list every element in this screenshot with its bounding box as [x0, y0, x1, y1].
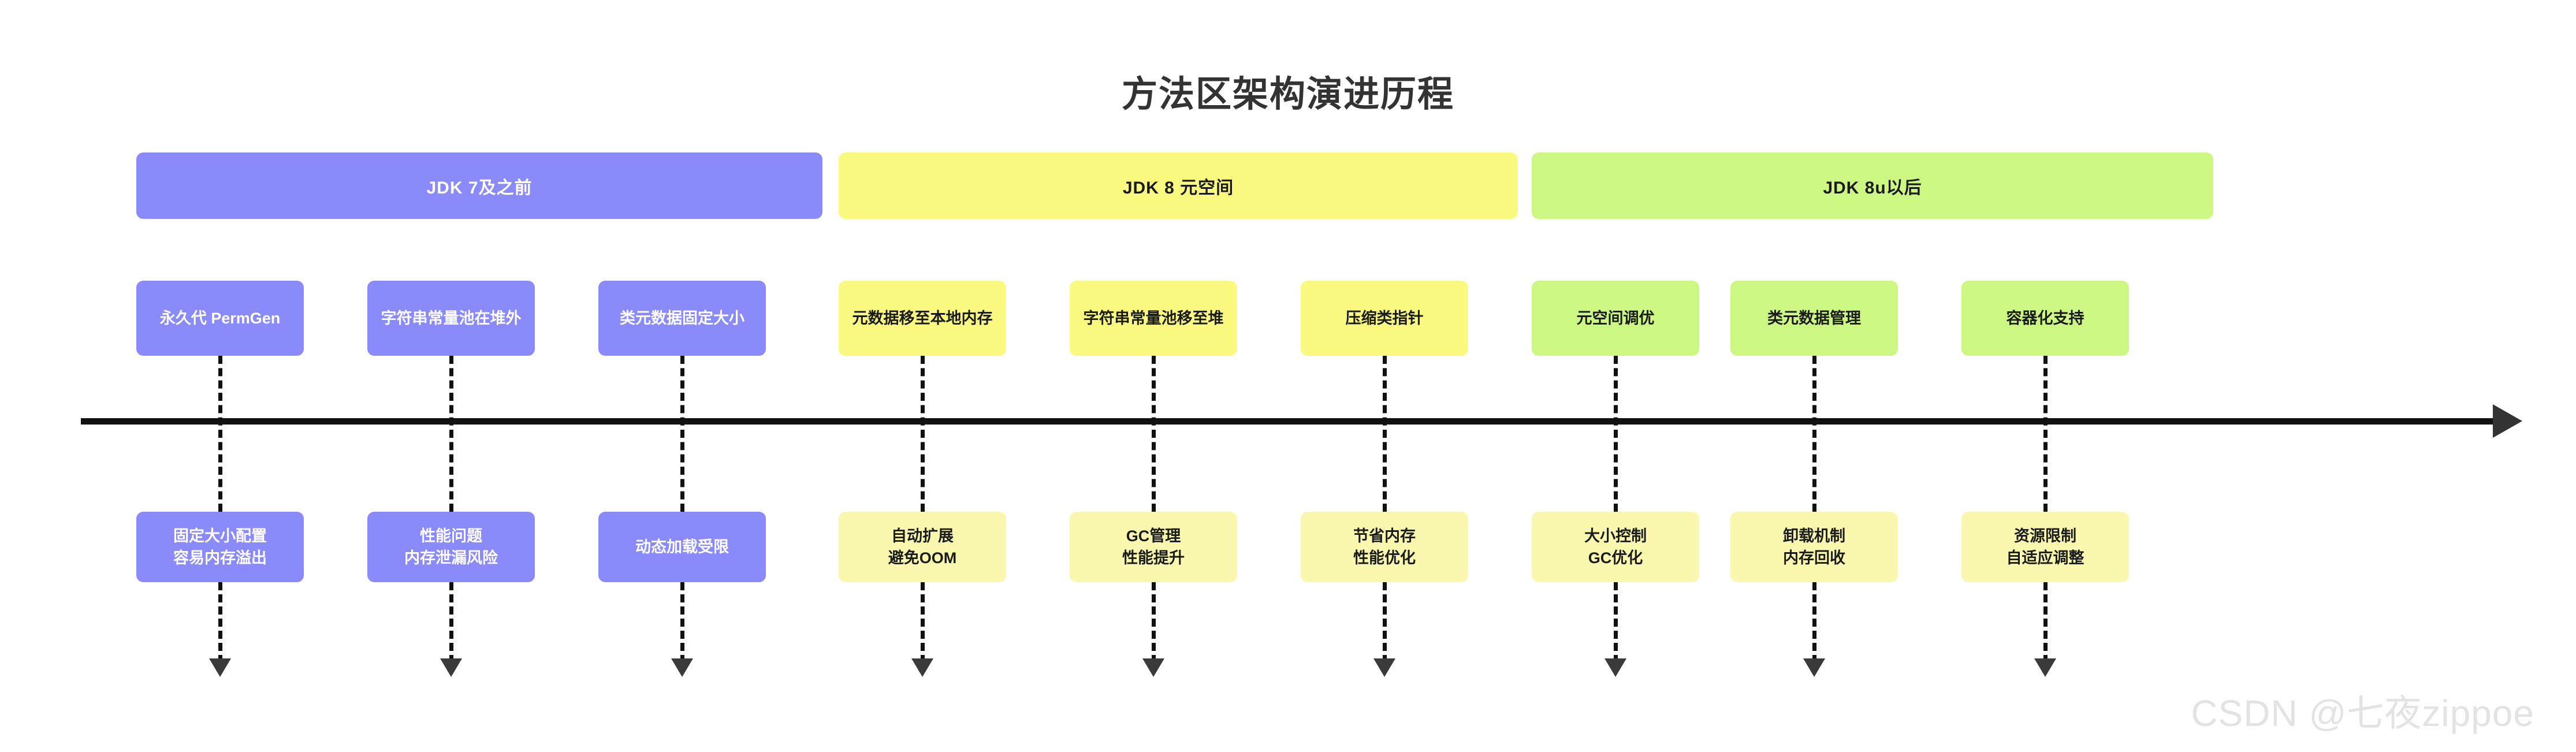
outcome-box: 性能问题内存泄漏风险 [367, 512, 535, 582]
connector-line-bottom [2043, 582, 2048, 663]
outcome-box-line1: GC管理 [1126, 527, 1181, 545]
feature-box: 类元数据固定大小 [598, 281, 766, 356]
feature-box-label: 元数据移至本地内存 [852, 309, 993, 327]
feature-box: 容器化支持 [1961, 281, 2129, 356]
feature-box-label: 元空间调优 [1576, 309, 1655, 327]
connector-line-top [218, 356, 222, 512]
feature-box: 压缩类指针 [1301, 281, 1468, 356]
connector-arrow-icon [440, 658, 462, 677]
feature-box: 字符串常量池在堆外 [367, 281, 535, 356]
outcome-box-line2: 避免OOM [888, 549, 957, 567]
connector-arrow-icon [1803, 658, 1825, 677]
connector-arrow-icon [209, 658, 231, 677]
connector-line-bottom [1812, 582, 1816, 663]
outcome-box-line2: 自适应调整 [2006, 549, 2084, 567]
page-title: 方法区架构演进历程 [1121, 75, 1454, 114]
connector-arrow-icon [911, 658, 933, 677]
feature-box-label: 类元数据固定大小 [620, 309, 744, 327]
connector-arrow-icon [1142, 658, 1164, 677]
outcome-box: 大小控制 GC优化 [1532, 512, 1699, 582]
outcome-box-line2: GC优化 [1588, 549, 1643, 567]
outcome-box-line1: 自动扩展 [891, 527, 954, 545]
era-bar-label: JDK 8 元空间 [1122, 178, 1234, 198]
feature-box: 元空间调优 [1532, 281, 1699, 356]
outcome-box: 资源限制自适应调整 [1961, 512, 2129, 582]
outcome-box-line2: 性能优化 [1353, 549, 1416, 567]
connector-line-bottom [680, 582, 684, 663]
outcome-box-line1: 性能问题 [420, 527, 482, 545]
feature-box: 永久代 PermGen [136, 281, 304, 356]
feature-box-label: 永久代 PermGen [159, 309, 281, 327]
watermark-label: CSDN @七夜zippoe [2191, 693, 2534, 734]
timeline-axis-line [81, 418, 2495, 425]
feature-box: 元数据移至本地内存 [839, 281, 1006, 356]
outcome-box-line1: 动态加载受限 [635, 538, 729, 556]
timeline-arrow-icon [2493, 404, 2522, 438]
connector-arrow-icon [1605, 658, 1626, 677]
outcome-box-line1: 节省内存 [1353, 527, 1416, 545]
connector-line-bottom [449, 582, 453, 663]
connector-line-top [2043, 356, 2048, 512]
era-bar: JDK 8 元空间 [839, 152, 1518, 219]
outcome-box: 自动扩展避免OOM [839, 512, 1006, 582]
feature-box-label: 类元数据管理 [1767, 309, 1861, 327]
connector-line-top [1383, 356, 1387, 512]
feature-box: 字符串常量池移至堆 [1070, 281, 1237, 356]
connector-line-top [921, 356, 925, 512]
era-bar-label: JDK 7及之前 [426, 178, 533, 198]
feature-box: 类元数据管理 [1730, 281, 1898, 356]
outcome-box-line2: 内存回收 [1783, 549, 1845, 567]
connector-line-top [1614, 356, 1618, 512]
outcome-box-line1: 资源限制 [2014, 527, 2076, 545]
era-bar: JDK 7及之前 [136, 152, 822, 219]
outcome-box: GC管理性能提升 [1070, 512, 1237, 582]
outcome-box-line2: 性能提升 [1122, 549, 1185, 567]
feature-box-label: 字符串常量池在堆外 [381, 309, 522, 327]
connector-line-bottom [1152, 582, 1156, 663]
connector-line-bottom [1614, 582, 1618, 663]
connector-line-top [1152, 356, 1156, 512]
feature-box-label: 容器化支持 [2006, 309, 2084, 327]
outcome-box-line1: 大小控制 [1584, 527, 1647, 545]
outcome-box: 节省内存性能优化 [1301, 512, 1468, 582]
connector-line-top [1812, 356, 1816, 512]
connector-arrow-icon [1373, 658, 1395, 677]
era-bar-label: JDK 8u以后 [1823, 178, 1922, 198]
connector-line-bottom [921, 582, 925, 663]
era-bar: JDK 8u以后 [1532, 152, 2213, 219]
feature-box-label: 字符串常量池移至堆 [1083, 309, 1224, 327]
outcome-box-line2: 容易内存溢出 [173, 549, 267, 567]
connector-arrow-icon [671, 658, 693, 677]
outcome-box: 动态加载受限 [598, 512, 766, 582]
outcome-box-line1: 固定大小配置 [173, 527, 267, 545]
connector-line-top [449, 356, 453, 512]
connector-arrow-icon [2034, 658, 2056, 677]
outcome-box-line1: 卸载机制 [1783, 527, 1845, 545]
connector-line-top [680, 356, 684, 512]
connector-line-bottom [218, 582, 222, 663]
outcome-box: 卸载机制内存回收 [1730, 512, 1898, 582]
connector-line-bottom [1383, 582, 1387, 663]
outcome-box: 固定大小配置容易内存溢出 [136, 512, 304, 582]
outcome-box-line2: 内存泄漏风险 [404, 549, 498, 567]
feature-box-label: 压缩类指针 [1345, 309, 1424, 327]
